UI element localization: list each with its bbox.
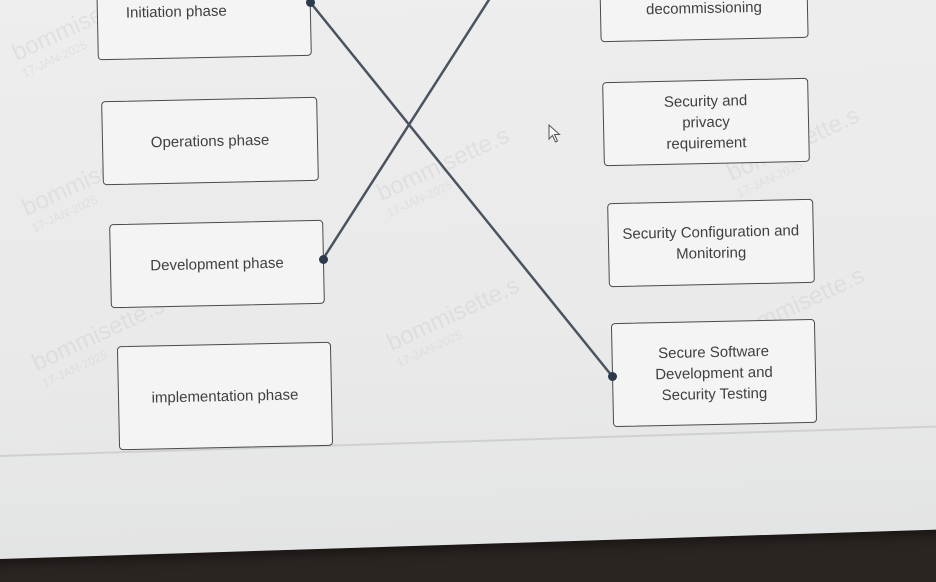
connector-dot[interactable] (306, 0, 315, 7)
connector-dot[interactable] (608, 372, 617, 381)
mouse-pointer-icon (548, 124, 561, 143)
connection-initiation-to-secure-software[interactable] (309, 1, 613, 377)
connection-development-to-decommissioning[interactable] (321, 0, 492, 260)
connector-dot[interactable] (319, 255, 328, 264)
